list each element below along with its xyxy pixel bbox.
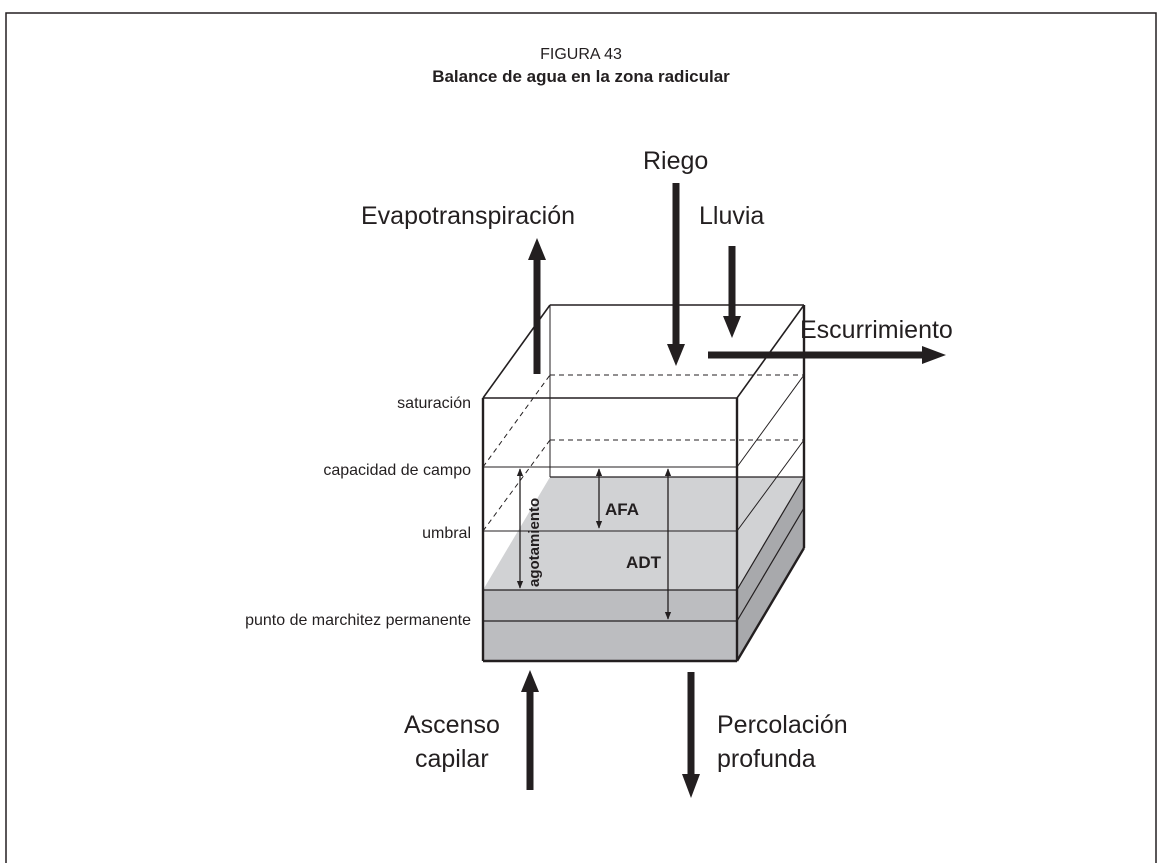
- capillary-rise-label-line2: capilar: [415, 745, 489, 773]
- capillary-rise-label-line1: Ascenso: [404, 711, 500, 739]
- soil-front-face: [483, 590, 737, 661]
- deep-percolation-label-line1: Percolación: [717, 711, 848, 739]
- measure-arrows: [516, 468, 672, 620]
- flow-arrows: [521, 183, 946, 798]
- evapotranspiration-label: Evapotranspiración: [361, 202, 576, 230]
- field-capacity-label: capacidad de campo: [323, 462, 471, 479]
- taw-label: ADT: [626, 553, 661, 572]
- soil-block: [483, 476, 805, 661]
- figure-border: [5, 12, 1157, 863]
- threshold-label: umbral: [422, 525, 471, 542]
- runoff-label: Escurrimiento: [800, 316, 953, 344]
- figure-number: FIGURA 43: [540, 46, 622, 63]
- saturation-label: saturación: [397, 395, 471, 412]
- level-planes: [482, 374, 805, 532]
- soil-top-face: [483, 477, 804, 590]
- wilting-point-label: punto de marchitez permanente: [245, 612, 471, 629]
- soil-side-face: [737, 477, 804, 661]
- rain-label: Lluvia: [699, 202, 765, 230]
- figure-title: Balance de agua en la zona radicular: [432, 67, 730, 86]
- irrigation-label: Riego: [643, 147, 709, 175]
- depletion-label: agotamiento: [526, 497, 543, 587]
- deep-percolation-label-line2: profunda: [717, 745, 816, 773]
- raw-label: AFA: [605, 500, 639, 519]
